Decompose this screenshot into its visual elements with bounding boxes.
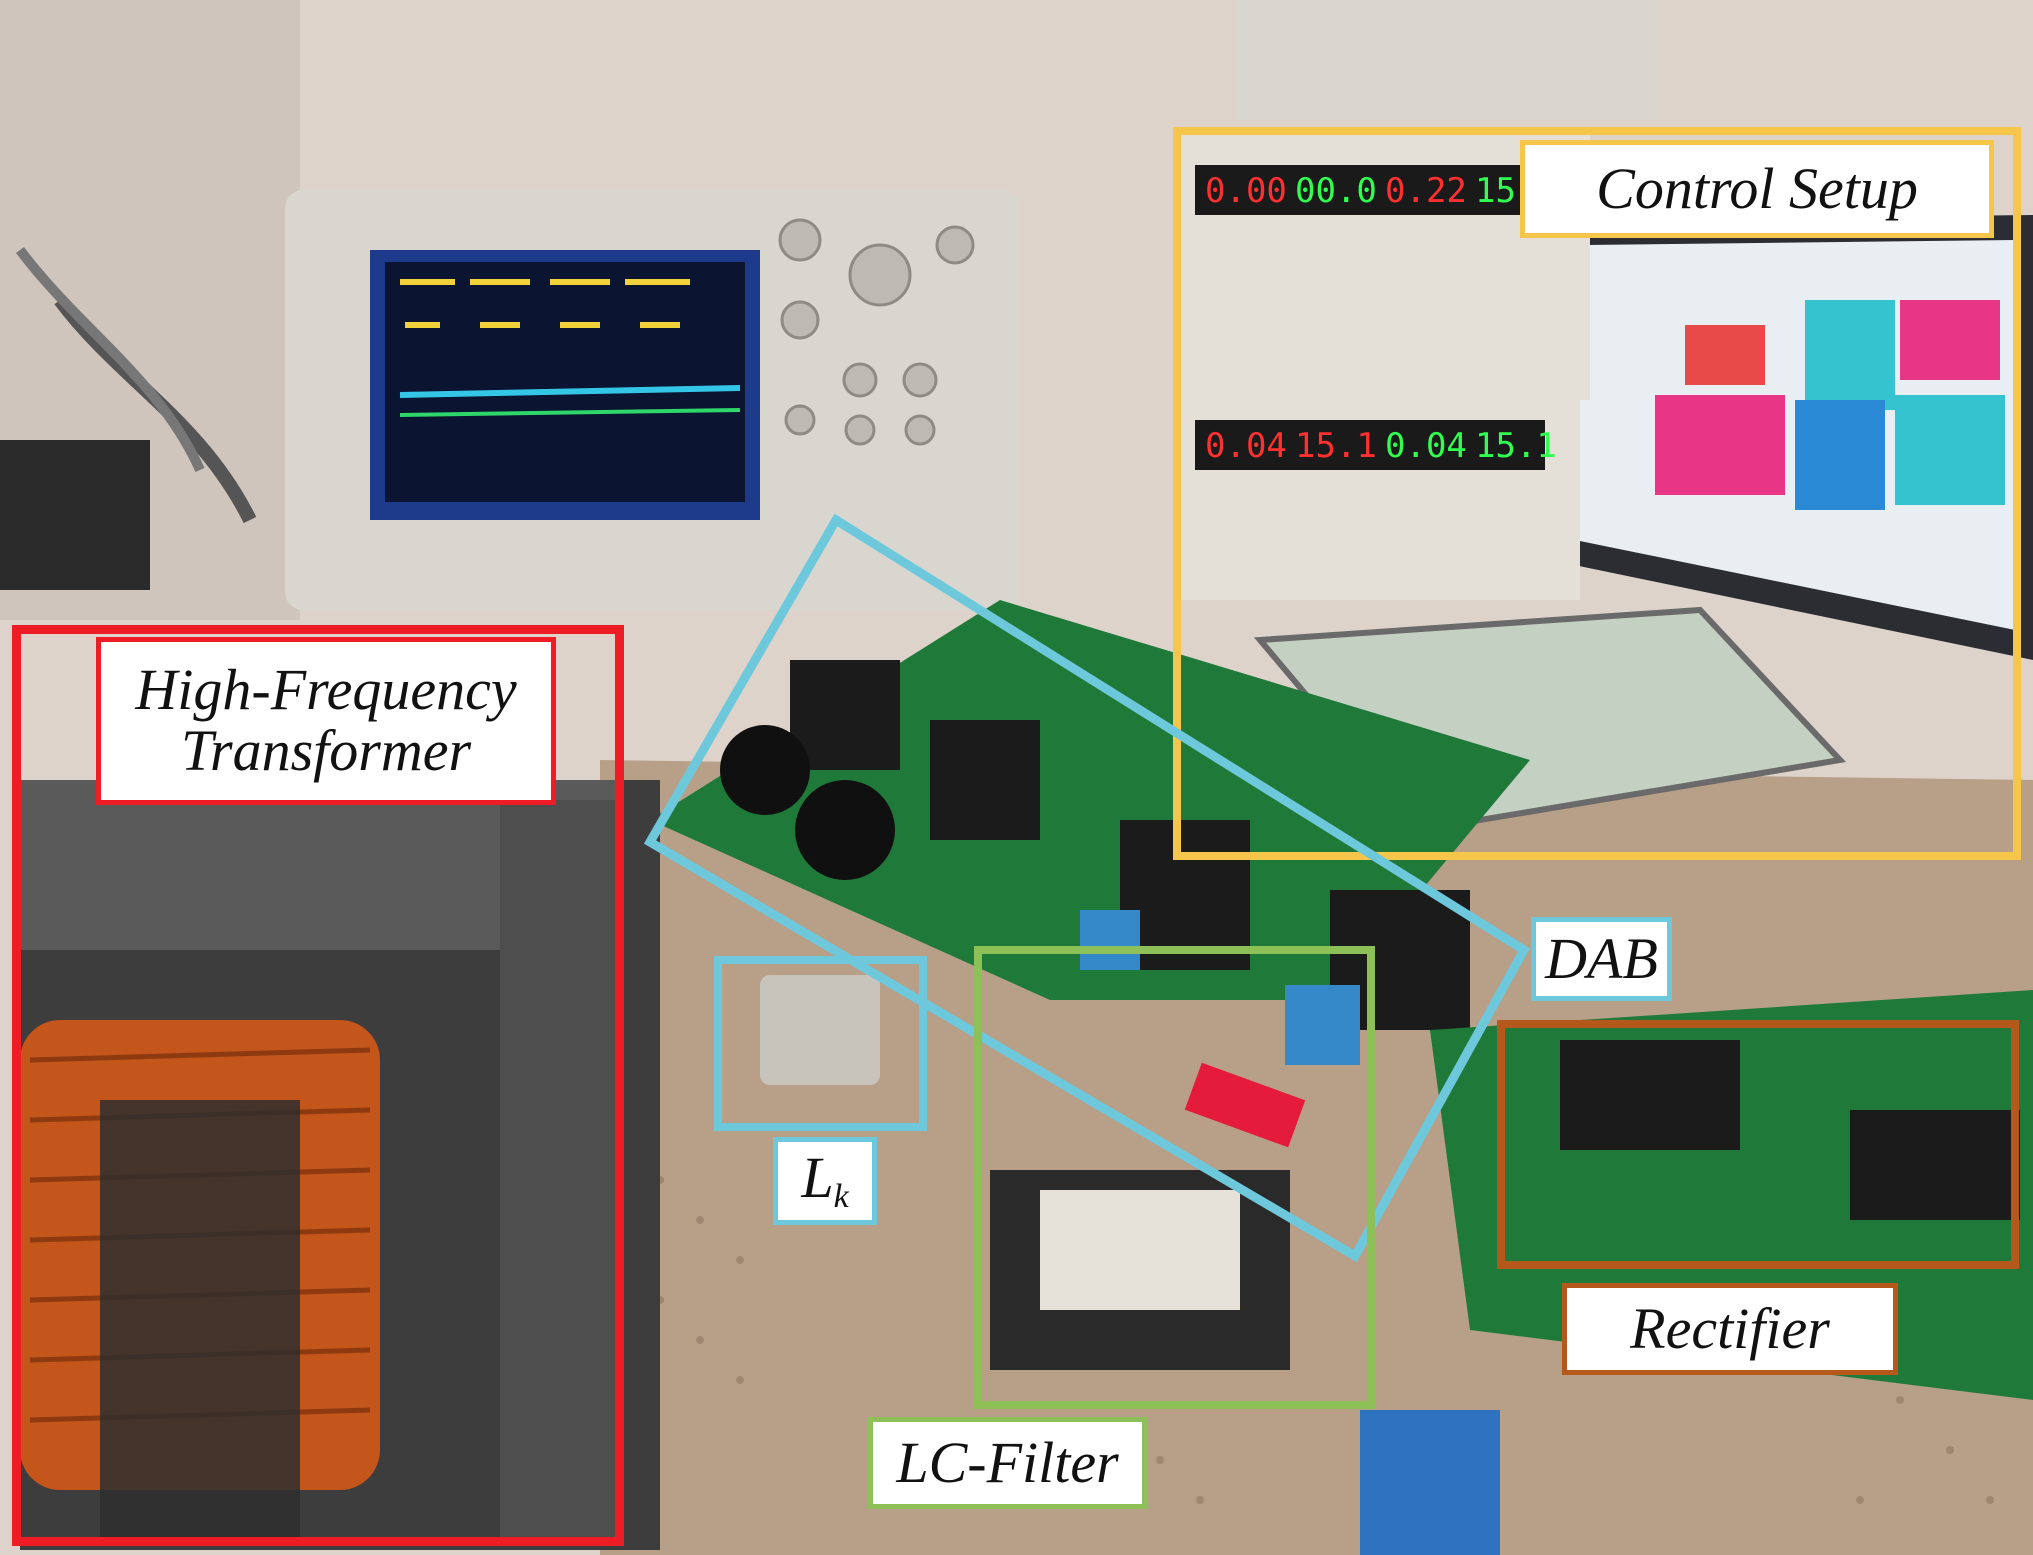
ps-readout-top-1: 0.00 [1205, 171, 1287, 211]
blue-capacitor [1080, 910, 1140, 970]
rectifier-highlight-frame [1497, 1020, 2019, 1269]
scope-trace-cyan [399, 385, 741, 398]
lc-filter-label-text: LC-Filter [896, 1429, 1119, 1495]
rectifier-label: Rectifier [1562, 1283, 1898, 1375]
dab-label-text: DAB [1545, 925, 1658, 991]
power-strip [0, 440, 150, 590]
gui-panel-blue [1795, 400, 1885, 510]
lk-label: Lk [773, 1137, 877, 1225]
rectifier-heatsink-1 [1560, 1040, 1740, 1150]
bottom-blue-relay [1360, 1410, 1500, 1555]
electrolytic-capacitors [720, 725, 895, 880]
rectifier-heatsink-2 [1850, 1110, 2020, 1220]
oscilloscope [285, 190, 1020, 610]
transformer-label-line2: Transformer [180, 718, 472, 783]
ps-readout-top-4: 15 [1475, 171, 1516, 211]
oscilloscope-screen [385, 262, 745, 502]
gui-panel-teal-2 [1895, 395, 2005, 505]
gui-panel-magenta [1900, 300, 2000, 380]
dab-label: DAB [1531, 917, 1672, 1001]
lk-label-text: Lk [801, 1144, 849, 1215]
lc-filter-highlight-frame [974, 946, 1375, 1409]
scope-knobs [778, 218, 975, 446]
ps-display-top [1195, 165, 1535, 215]
gui-panel-magenta-2 [1655, 395, 1785, 495]
control-setup-highlight-frame [1173, 127, 2021, 860]
lk-highlight-frame [714, 956, 927, 1131]
heatsinks [790, 660, 1470, 1030]
ps-readout-bottom-3: 0.04 [1385, 426, 1467, 466]
ps-readout-bottom-1: 0.04 [1205, 426, 1287, 466]
gui-panel-red [1685, 325, 1765, 385]
rectifier-label-text: Rectifier [1630, 1295, 1830, 1361]
scope-trace-yellow [400, 279, 690, 328]
ps-readout-top-2: 00.0 [1295, 171, 1377, 211]
transformer-tape [100, 1100, 300, 1540]
transformer-core-right [500, 800, 615, 1540]
lk-label-subscript: k [833, 1177, 849, 1215]
ps-readout-bottom-4: 15.1 [1475, 426, 1557, 466]
transformer-highlight-frame [12, 625, 624, 1546]
lk-label-main: L [801, 1144, 834, 1210]
laptop [1550, 215, 2033, 660]
lc-filter-label: LC-Filter [868, 1417, 1147, 1509]
ps-readout-bottom-2: 15.1 [1295, 426, 1377, 466]
cable-bundle-2 [16, 246, 205, 473]
ps-display-bottom [1195, 420, 1545, 470]
ps-readout-top-3: 0.22 [1385, 171, 1467, 211]
control-setup-label-text: Control Setup [1596, 155, 1918, 221]
transformer-label: High-Frequency Transformer [96, 637, 556, 805]
power-supplies: 0.00 00.0 0.22 15 0.04 15.1 0.04 15.1 [1180, 0, 1655, 600]
gui-panel-teal [1805, 300, 1895, 410]
red-probe [1184, 1062, 1306, 1148]
transformer-label-line1: High-Frequency [135, 657, 517, 723]
lc-filter-core [1040, 1190, 1240, 1310]
blue-capacitor-2 [1285, 985, 1360, 1065]
scope-trace-green [399, 408, 741, 417]
control-setup-label: Control Setup [1520, 140, 1994, 238]
lk-inductor [760, 975, 880, 1085]
